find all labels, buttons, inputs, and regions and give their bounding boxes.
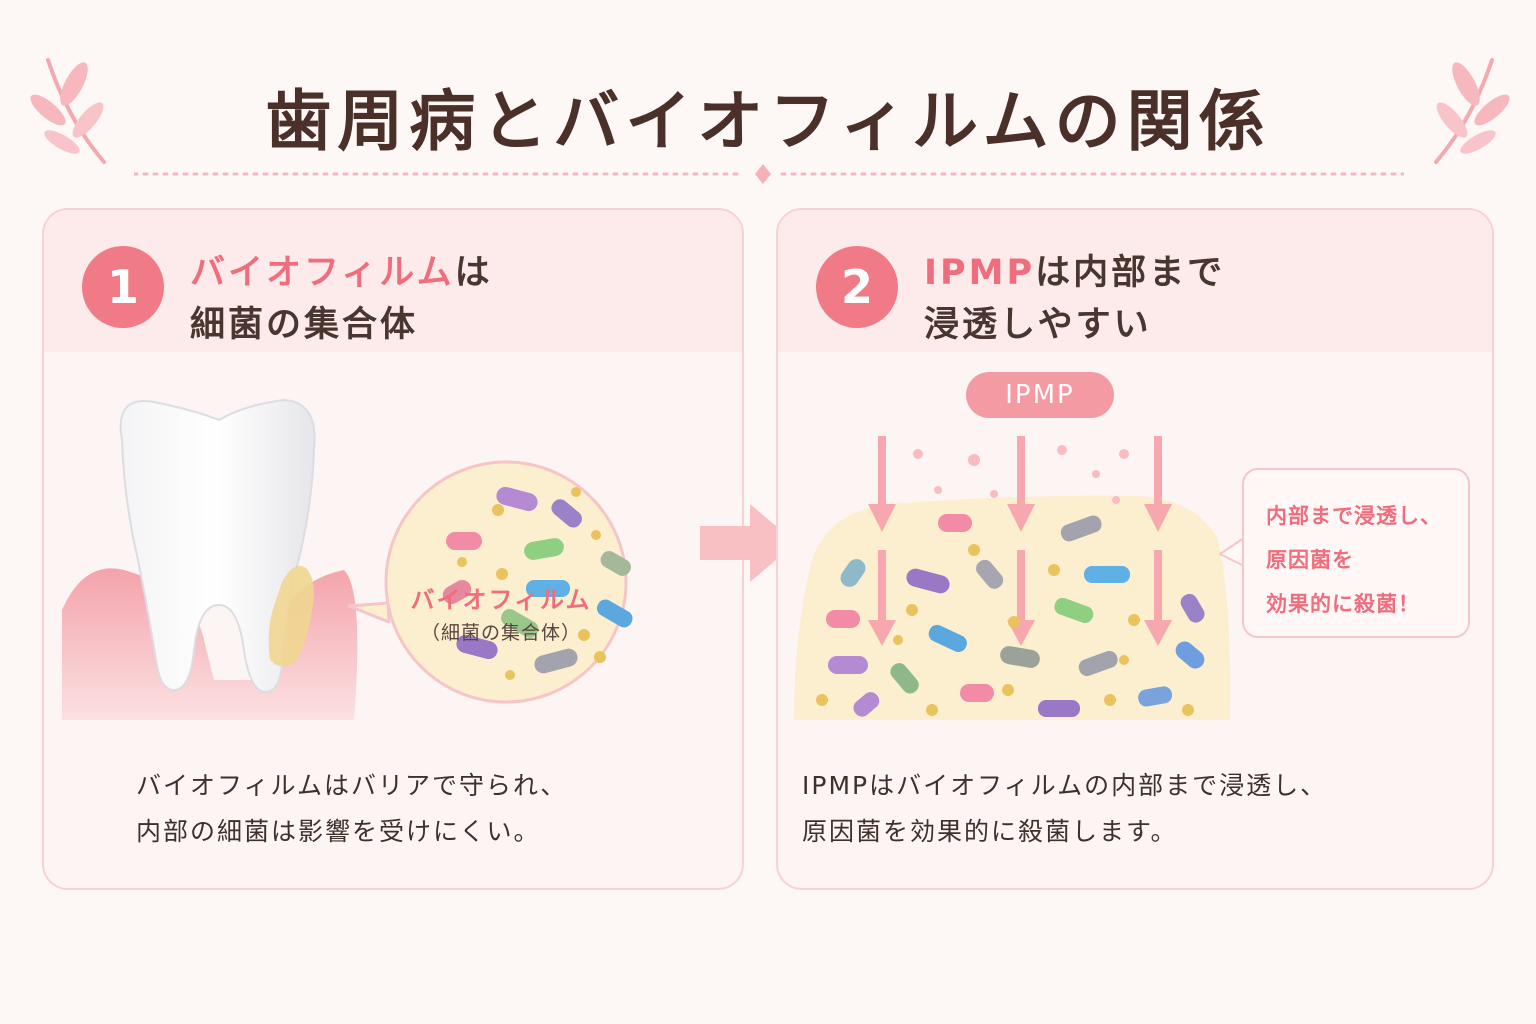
panel-description-line1: IPMPはバイオフィルムの内部まで浸透し、: [802, 771, 1328, 800]
bubble-label: バイオフィルム: [410, 586, 592, 614]
callout-box: 内部まで浸透し、 原因菌を 効果的に殺菌！: [1242, 468, 1470, 638]
bubble-sublabel: （細菌の集合体）: [420, 622, 581, 644]
heading-accent: バイオフィルム: [190, 253, 455, 293]
callout-line: 内部まで浸透し、: [1266, 504, 1442, 528]
heading-rest: は内部まで: [1035, 253, 1226, 293]
panel-biofilm: 1 バイオフィルムは 細菌の集合体: [42, 208, 744, 890]
callout-line: 原因菌を: [1266, 548, 1354, 572]
leaf-icon: [30, 58, 106, 164]
callout-line: 効果的に殺菌！: [1266, 592, 1420, 616]
plaque-icon: [268, 565, 314, 667]
step-number-badge: 2: [816, 246, 898, 328]
panel-description-line2: 内部の細菌は影響を受けにくい。: [136, 817, 541, 846]
step-number-badge: 1: [82, 246, 164, 328]
gum-icon: [62, 568, 358, 720]
tooth-icon: [119, 398, 316, 694]
bacteria-icon: [816, 514, 1205, 717]
biofilm-illustration: [794, 436, 1245, 720]
panel-heading: バイオフィルムは: [190, 244, 493, 295]
arrow-right-icon: [700, 504, 796, 582]
panel-heading-line2: 浸透しやすい: [924, 305, 1152, 345]
heading-rest: は: [454, 253, 493, 293]
panel-description-line1: バイオフィルムはバリアで守られ、: [136, 771, 568, 800]
leaf-icon: [1434, 58, 1510, 164]
page-title: 歯周病とバイオフィルムの関係: [265, 83, 1271, 160]
bacteria-icon: [442, 486, 633, 680]
tooth-illustration: [62, 398, 633, 720]
panel-heading-line2: 細菌の集合体: [190, 305, 419, 345]
heading-accent: IPMP: [924, 253, 1036, 293]
panel-heading: IPMPは内部まで: [924, 244, 1225, 295]
ipmp-label-pill: IPMP: [966, 372, 1114, 418]
panel-description-line2: 原因菌を効果的に殺菌します。: [802, 817, 1178, 846]
panel-ipmp: 2 IPMPは内部まで 浸透しやすい IPMP: [776, 208, 1494, 890]
title-divider: [134, 164, 1404, 184]
